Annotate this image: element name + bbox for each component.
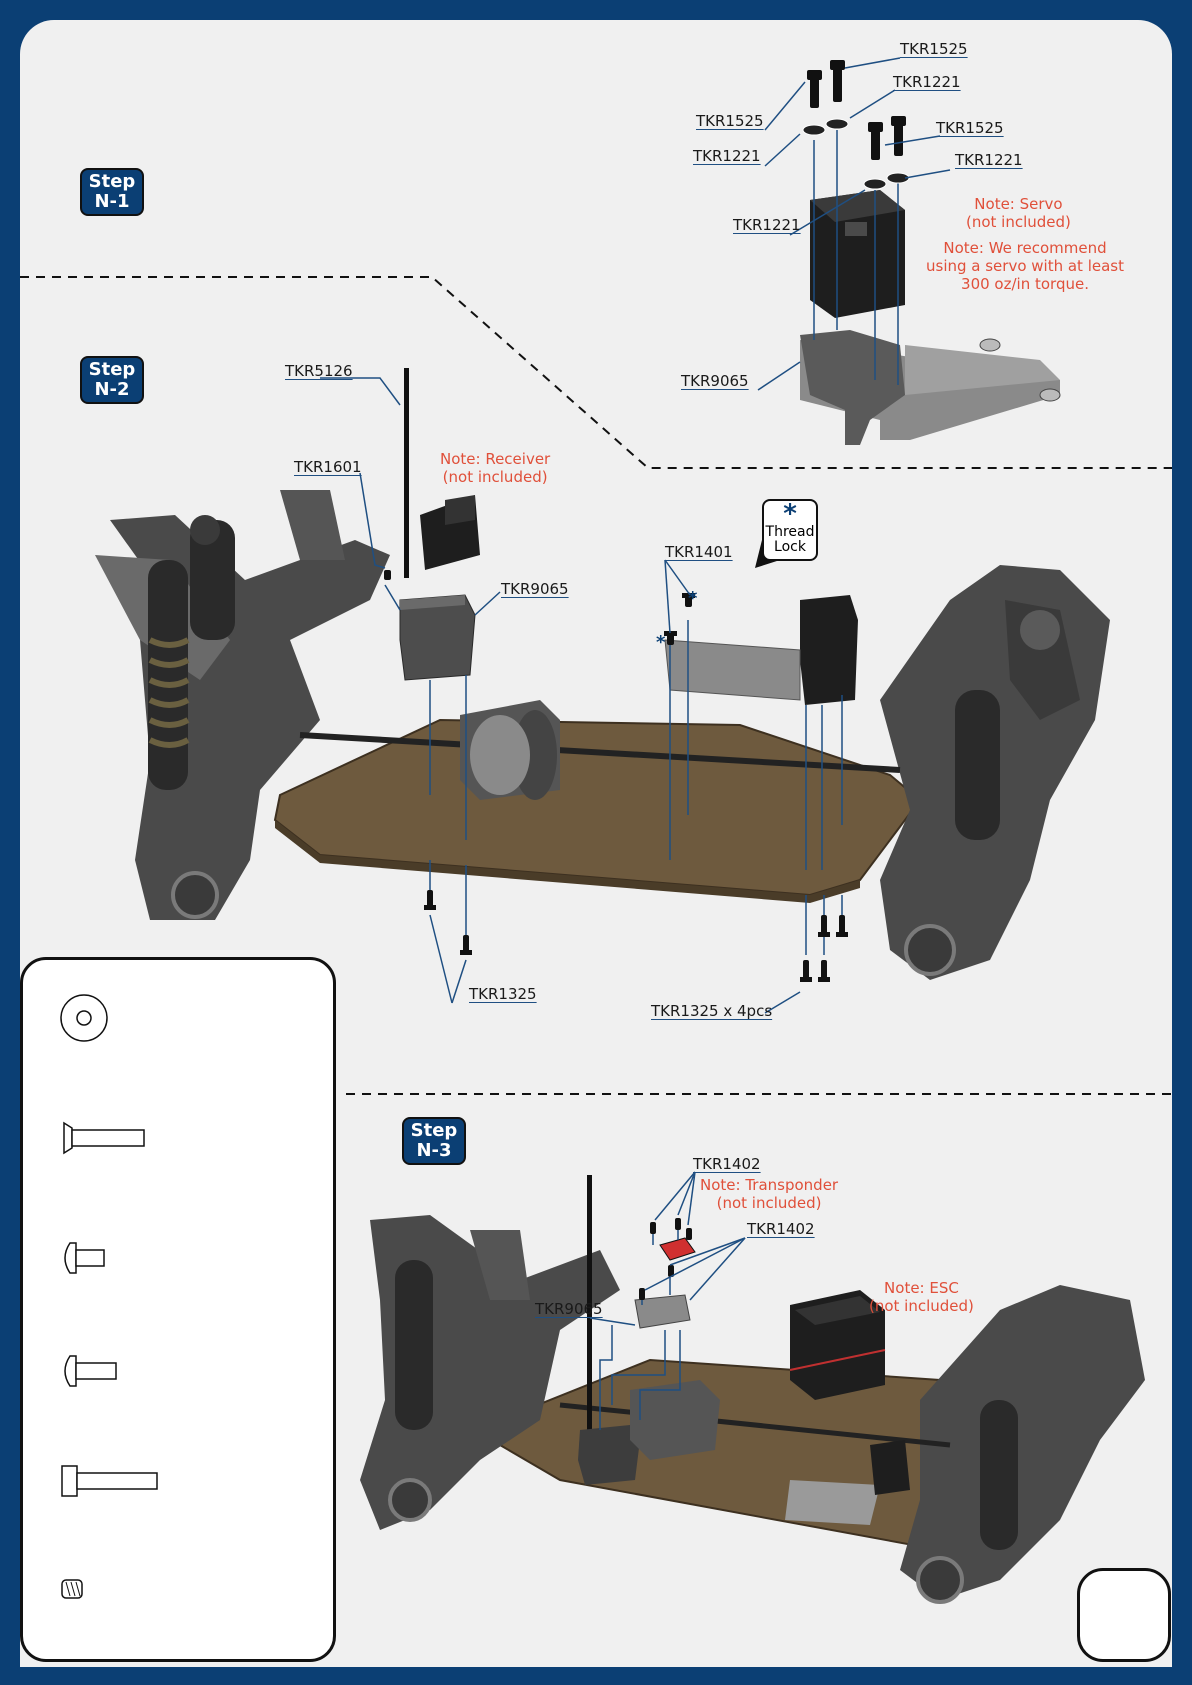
part-label-tkr1525: TKR1525: [696, 112, 764, 130]
part-label-tkr1401: TKR1401: [665, 543, 733, 561]
note-line: 300 oz/in torque.: [961, 275, 1089, 293]
step-word: Step: [88, 171, 136, 192]
step-badge-n3: Step N-3: [402, 1117, 466, 1165]
step-number: N-1: [94, 191, 130, 212]
servo-mount-assembly: [757, 57, 1061, 445]
step-word: Step: [410, 1120, 458, 1141]
thread-lock-star-icon: *: [783, 499, 797, 529]
note-transponder: Note: Transponder (not included): [700, 1176, 838, 1212]
hardware-icons: [60, 994, 158, 1599]
note-line: Note: Servo: [974, 195, 1063, 213]
note-servo-recommendation: Note: We recommend using a servo with at…: [926, 239, 1124, 293]
part-label-tkr1221: TKR1221: [733, 216, 801, 234]
step-badge-n2: Step N-2: [80, 356, 144, 404]
part-label-tkr9065: TKR9065: [681, 372, 749, 390]
part-label-tkr1221: TKR1221: [693, 147, 761, 165]
thread-lock-callout: * Thread Lock: [762, 499, 818, 561]
note-esc: Note: ESC (not included): [869, 1279, 974, 1315]
part-label-tkr5126: TKR5126: [285, 362, 353, 380]
footer-bar: [0, 1667, 1192, 1685]
note-line: (not included): [966, 213, 1071, 231]
chassis-assembly-n2: [95, 368, 1110, 1014]
part-label-tkr1221: TKR1221: [893, 73, 961, 91]
part-label-tkr1325-x4: TKR1325 x 4pcs: [651, 1002, 773, 1020]
note-line: Note: ESC: [884, 1279, 959, 1297]
part-label-tkr1525: TKR1525: [900, 40, 968, 58]
cap-head-screw-icon: [61, 1465, 158, 1497]
thread-lock-label: Thread: [765, 524, 815, 540]
note-line: (not included): [869, 1297, 974, 1315]
note-line: Note: Transponder: [700, 1176, 839, 1194]
note-servo: Note: Servo (not included): [966, 195, 1071, 231]
step-number: N-3: [416, 1140, 452, 1161]
thread-lock-label: Lock: [774, 539, 806, 555]
set-screw-icon: [61, 1579, 83, 1599]
button-head-long-icon: [64, 1355, 117, 1387]
flat-head-screw-icon: [63, 1121, 145, 1155]
hardware-reference-panel: [20, 957, 336, 1662]
part-label-tkr1221: TKR1221: [955, 151, 1023, 169]
note-receiver: Note: Receiver (not included): [440, 450, 550, 486]
washer-icon: [60, 994, 108, 1042]
thread-lock-marker: *: [688, 588, 698, 609]
part-label-tkr1402: TKR1402: [693, 1155, 761, 1173]
part-label-tkr1325: TKR1325: [469, 985, 537, 1003]
button-head-short-icon: [64, 1242, 105, 1274]
part-label-tkr9065: TKR9065: [535, 1300, 603, 1318]
note-line: (not included): [716, 1194, 822, 1212]
part-label-tkr9065: TKR9065: [501, 580, 569, 598]
note-line: Note: Receiver: [440, 450, 551, 468]
note-line: (not included): [442, 468, 548, 486]
note-line: using a servo with at least: [926, 257, 1124, 275]
chassis-assembly-n3: [360, 1171, 1145, 1604]
step-badge-n1: Step N-1: [80, 168, 144, 216]
page-number-box: [1077, 1568, 1171, 1662]
part-label-tkr1402: TKR1402: [747, 1220, 815, 1238]
part-label-tkr1525: TKR1525: [936, 119, 1004, 137]
part-label-tkr1601: TKR1601: [294, 458, 362, 476]
step-divider-n1-n2: [20, 276, 1172, 469]
step-number: N-2: [94, 379, 130, 400]
note-line: Note: We recommend: [943, 239, 1107, 257]
thread-lock-marker: *: [656, 632, 666, 653]
step-word: Step: [88, 359, 136, 380]
